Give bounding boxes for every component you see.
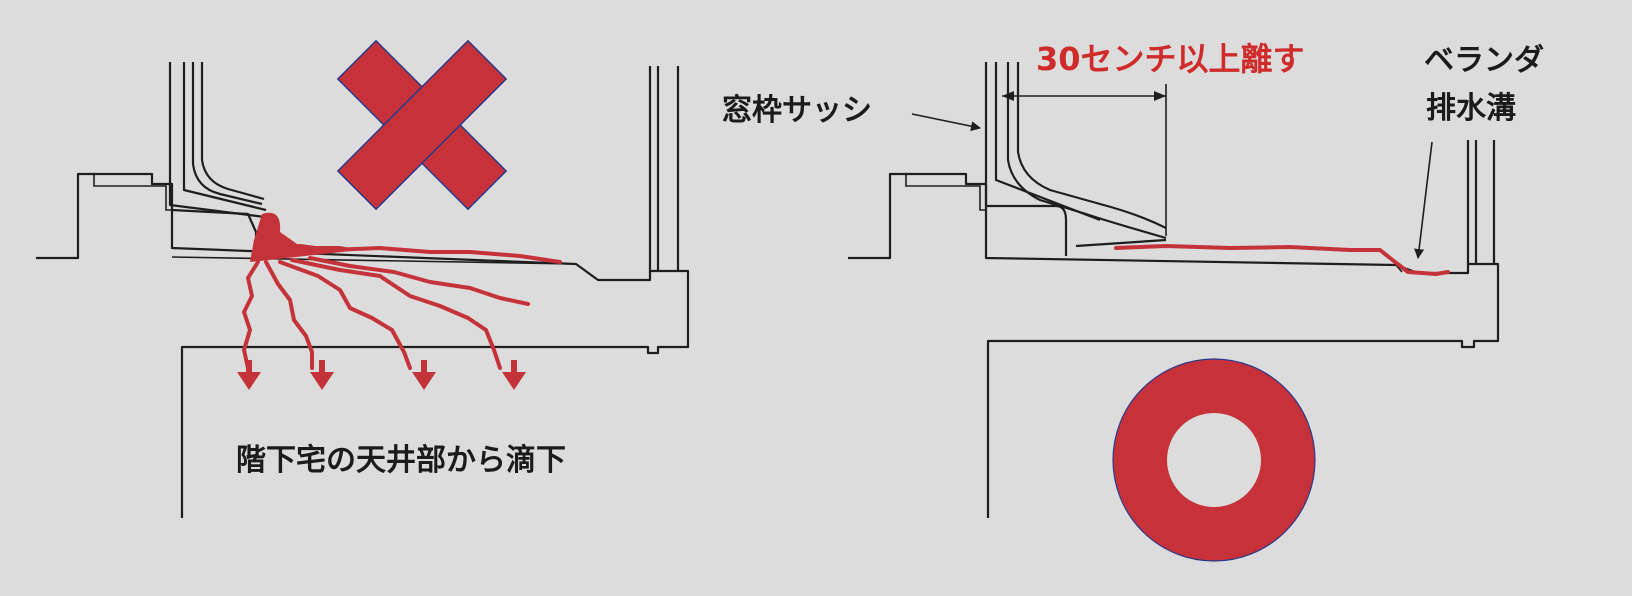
right-indoor-step xyxy=(905,174,986,211)
drip-arrow xyxy=(502,360,526,390)
right-window-sash xyxy=(984,62,1167,256)
left-water-leak xyxy=(242,212,562,370)
right-building-section xyxy=(848,172,1500,518)
drain-label-line1: ベランダ xyxy=(1424,43,1544,78)
drain-leader-arrow xyxy=(1414,141,1433,259)
drip-arrow xyxy=(237,360,261,390)
left-panel: 階下宅の天井部から滴下 xyxy=(36,39,690,518)
drain-label-line2: 排水溝 xyxy=(1426,91,1516,126)
right-drain-step xyxy=(1395,264,1403,273)
circle-mark xyxy=(1113,359,1315,561)
right-water-flow xyxy=(1114,244,1450,276)
drip-arrow xyxy=(412,360,436,390)
sash-leader-arrow xyxy=(911,113,981,132)
distance-label: 30センチ以上離す xyxy=(1036,40,1305,78)
sash-label: 窓枠サッシ xyxy=(722,93,872,128)
left-indoor-step xyxy=(93,174,172,211)
left-caption: 階下宅の天井部から滴下 xyxy=(236,443,566,478)
left-floor-slab-line xyxy=(171,256,577,265)
left-drip-arrows xyxy=(237,360,526,390)
left-building-section xyxy=(36,172,690,518)
distance-dimension xyxy=(1002,84,1167,236)
right-balcony-wall xyxy=(1466,140,1496,264)
drip-arrow xyxy=(310,360,334,390)
circle-mark-outline xyxy=(1112,358,1316,562)
left-window-sash xyxy=(168,62,267,252)
right-panel: 30センチ以上離す 窓枠サッシ ベランダ 排水溝 xyxy=(722,40,1544,562)
left-balcony-wall xyxy=(648,66,680,271)
cross-mark xyxy=(336,39,508,211)
